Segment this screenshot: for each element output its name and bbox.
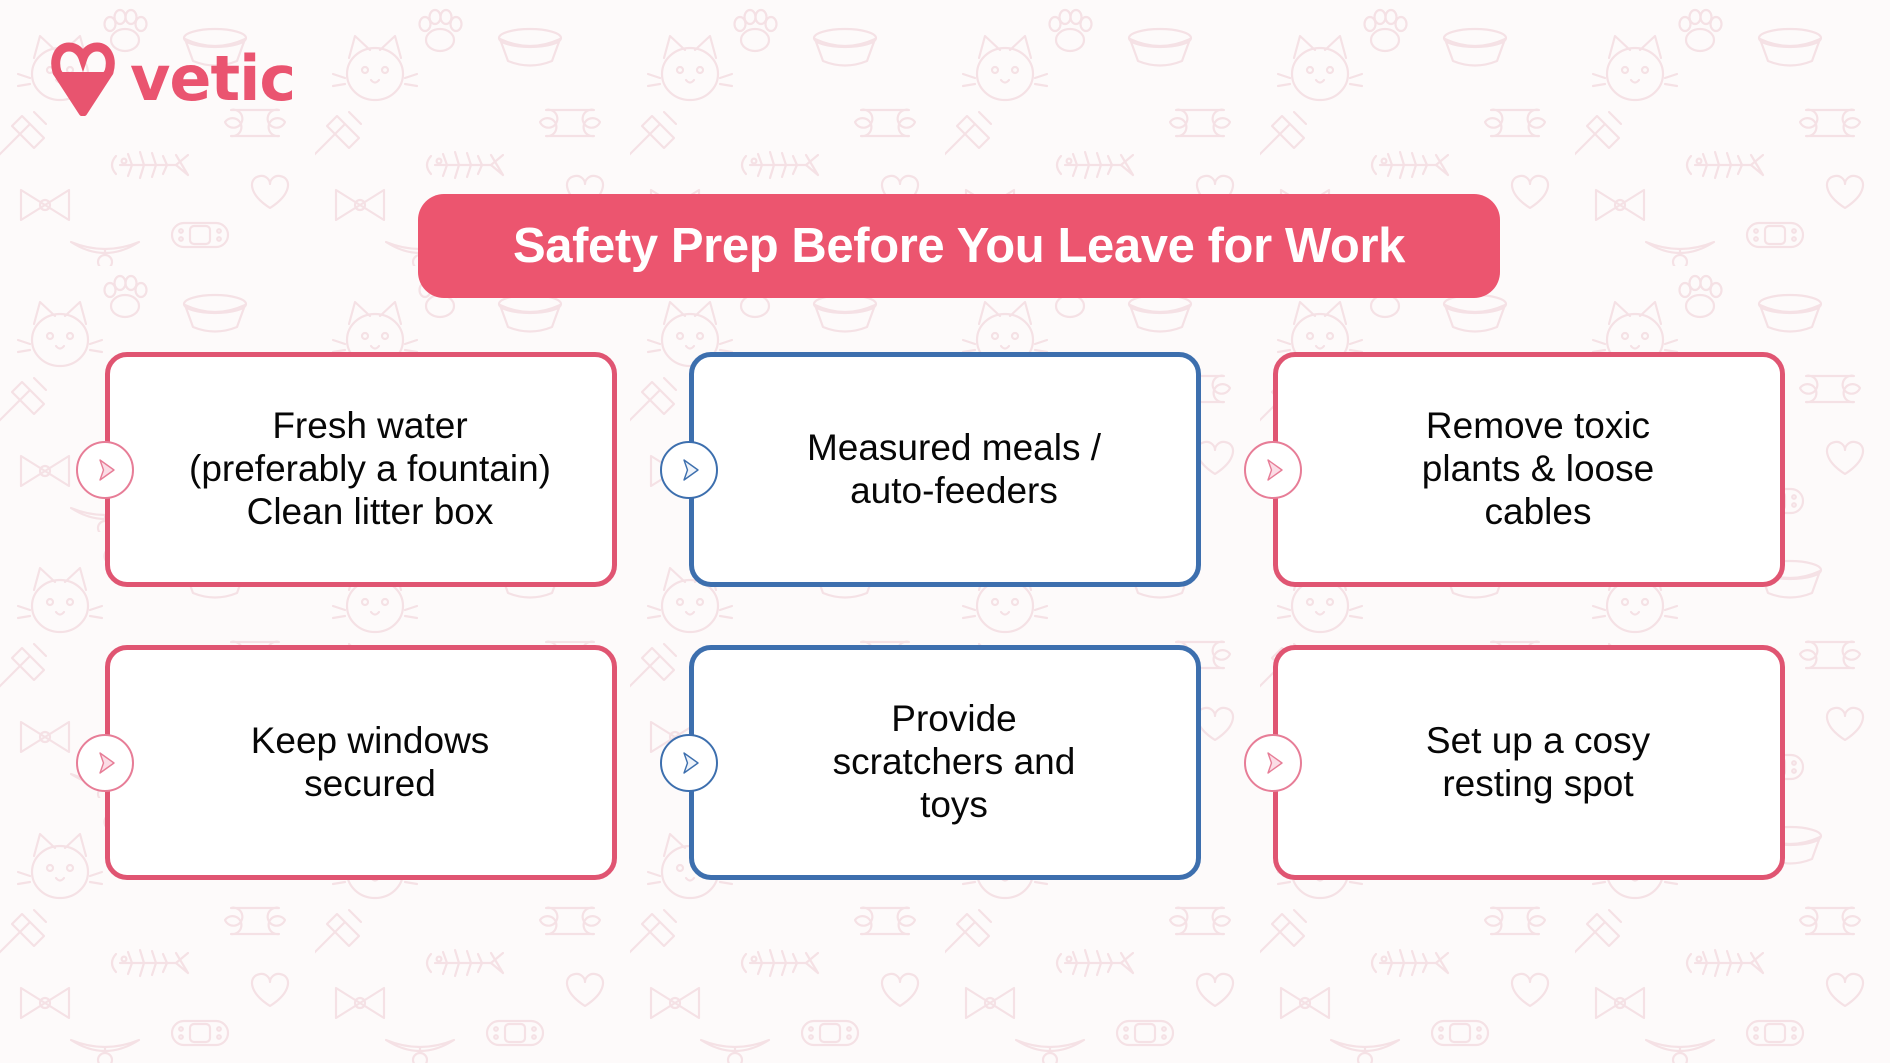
- card-remove-toxic-plants[interactable]: Remove toxic plants & loose cables: [1244, 352, 1785, 587]
- card-label: Keep windows secured: [250, 719, 490, 804]
- page-title-banner: Safety Prep Before You Leave for Work: [418, 194, 1500, 298]
- play-arrow-icon: [76, 733, 134, 792]
- card-keep-windows-secured[interactable]: Keep windows secured: [76, 645, 617, 880]
- card-measured-meals[interactable]: Measured meals / auto-feeders: [660, 352, 1201, 587]
- page-title: Safety Prep Before You Leave for Work: [513, 219, 1405, 273]
- card-cosy-resting-spot[interactable]: Set up a cosy resting spot: [1244, 645, 1785, 880]
- card-body[interactable]: Set up a cosy resting spot: [1273, 645, 1785, 880]
- card-body[interactable]: Measured meals / auto-feeders: [689, 352, 1201, 587]
- card-label: Measured meals / auto-feeders: [806, 426, 1102, 511]
- card-label: Provide scratchers and toys: [832, 698, 1076, 825]
- card-body[interactable]: Keep windows secured: [105, 645, 617, 880]
- card-fresh-water[interactable]: Fresh water (preferably a fountain) Clea…: [76, 352, 617, 587]
- card-body[interactable]: Remove toxic plants & loose cables: [1273, 352, 1785, 587]
- card-label: Fresh water (preferably a fountain) Clea…: [189, 405, 551, 532]
- card-body[interactable]: Fresh water (preferably a fountain) Clea…: [105, 352, 617, 587]
- play-arrow-icon: [76, 440, 134, 499]
- heart-v-logo-icon: [51, 42, 115, 116]
- card-row-bottom: Keep windows secured Provide scratchers …: [0, 645, 1890, 880]
- brand-wordmark: vetic: [130, 42, 296, 115]
- card-label: Remove toxic plants & loose cables: [1421, 405, 1655, 532]
- play-arrow-icon: [660, 733, 718, 792]
- card-grid: Fresh water (preferably a fountain) Clea…: [0, 352, 1890, 880]
- play-arrow-icon: [1244, 440, 1302, 499]
- card-label: Set up a cosy resting spot: [1425, 719, 1651, 804]
- card-provide-scratchers[interactable]: Provide scratchers and toys: [660, 645, 1201, 880]
- play-arrow-icon: [1244, 733, 1302, 792]
- card-body[interactable]: Provide scratchers and toys: [689, 645, 1201, 880]
- brand-logo: vetic: [50, 42, 296, 116]
- play-arrow-icon: [660, 440, 718, 499]
- card-row-top: Fresh water (preferably a fountain) Clea…: [0, 352, 1890, 587]
